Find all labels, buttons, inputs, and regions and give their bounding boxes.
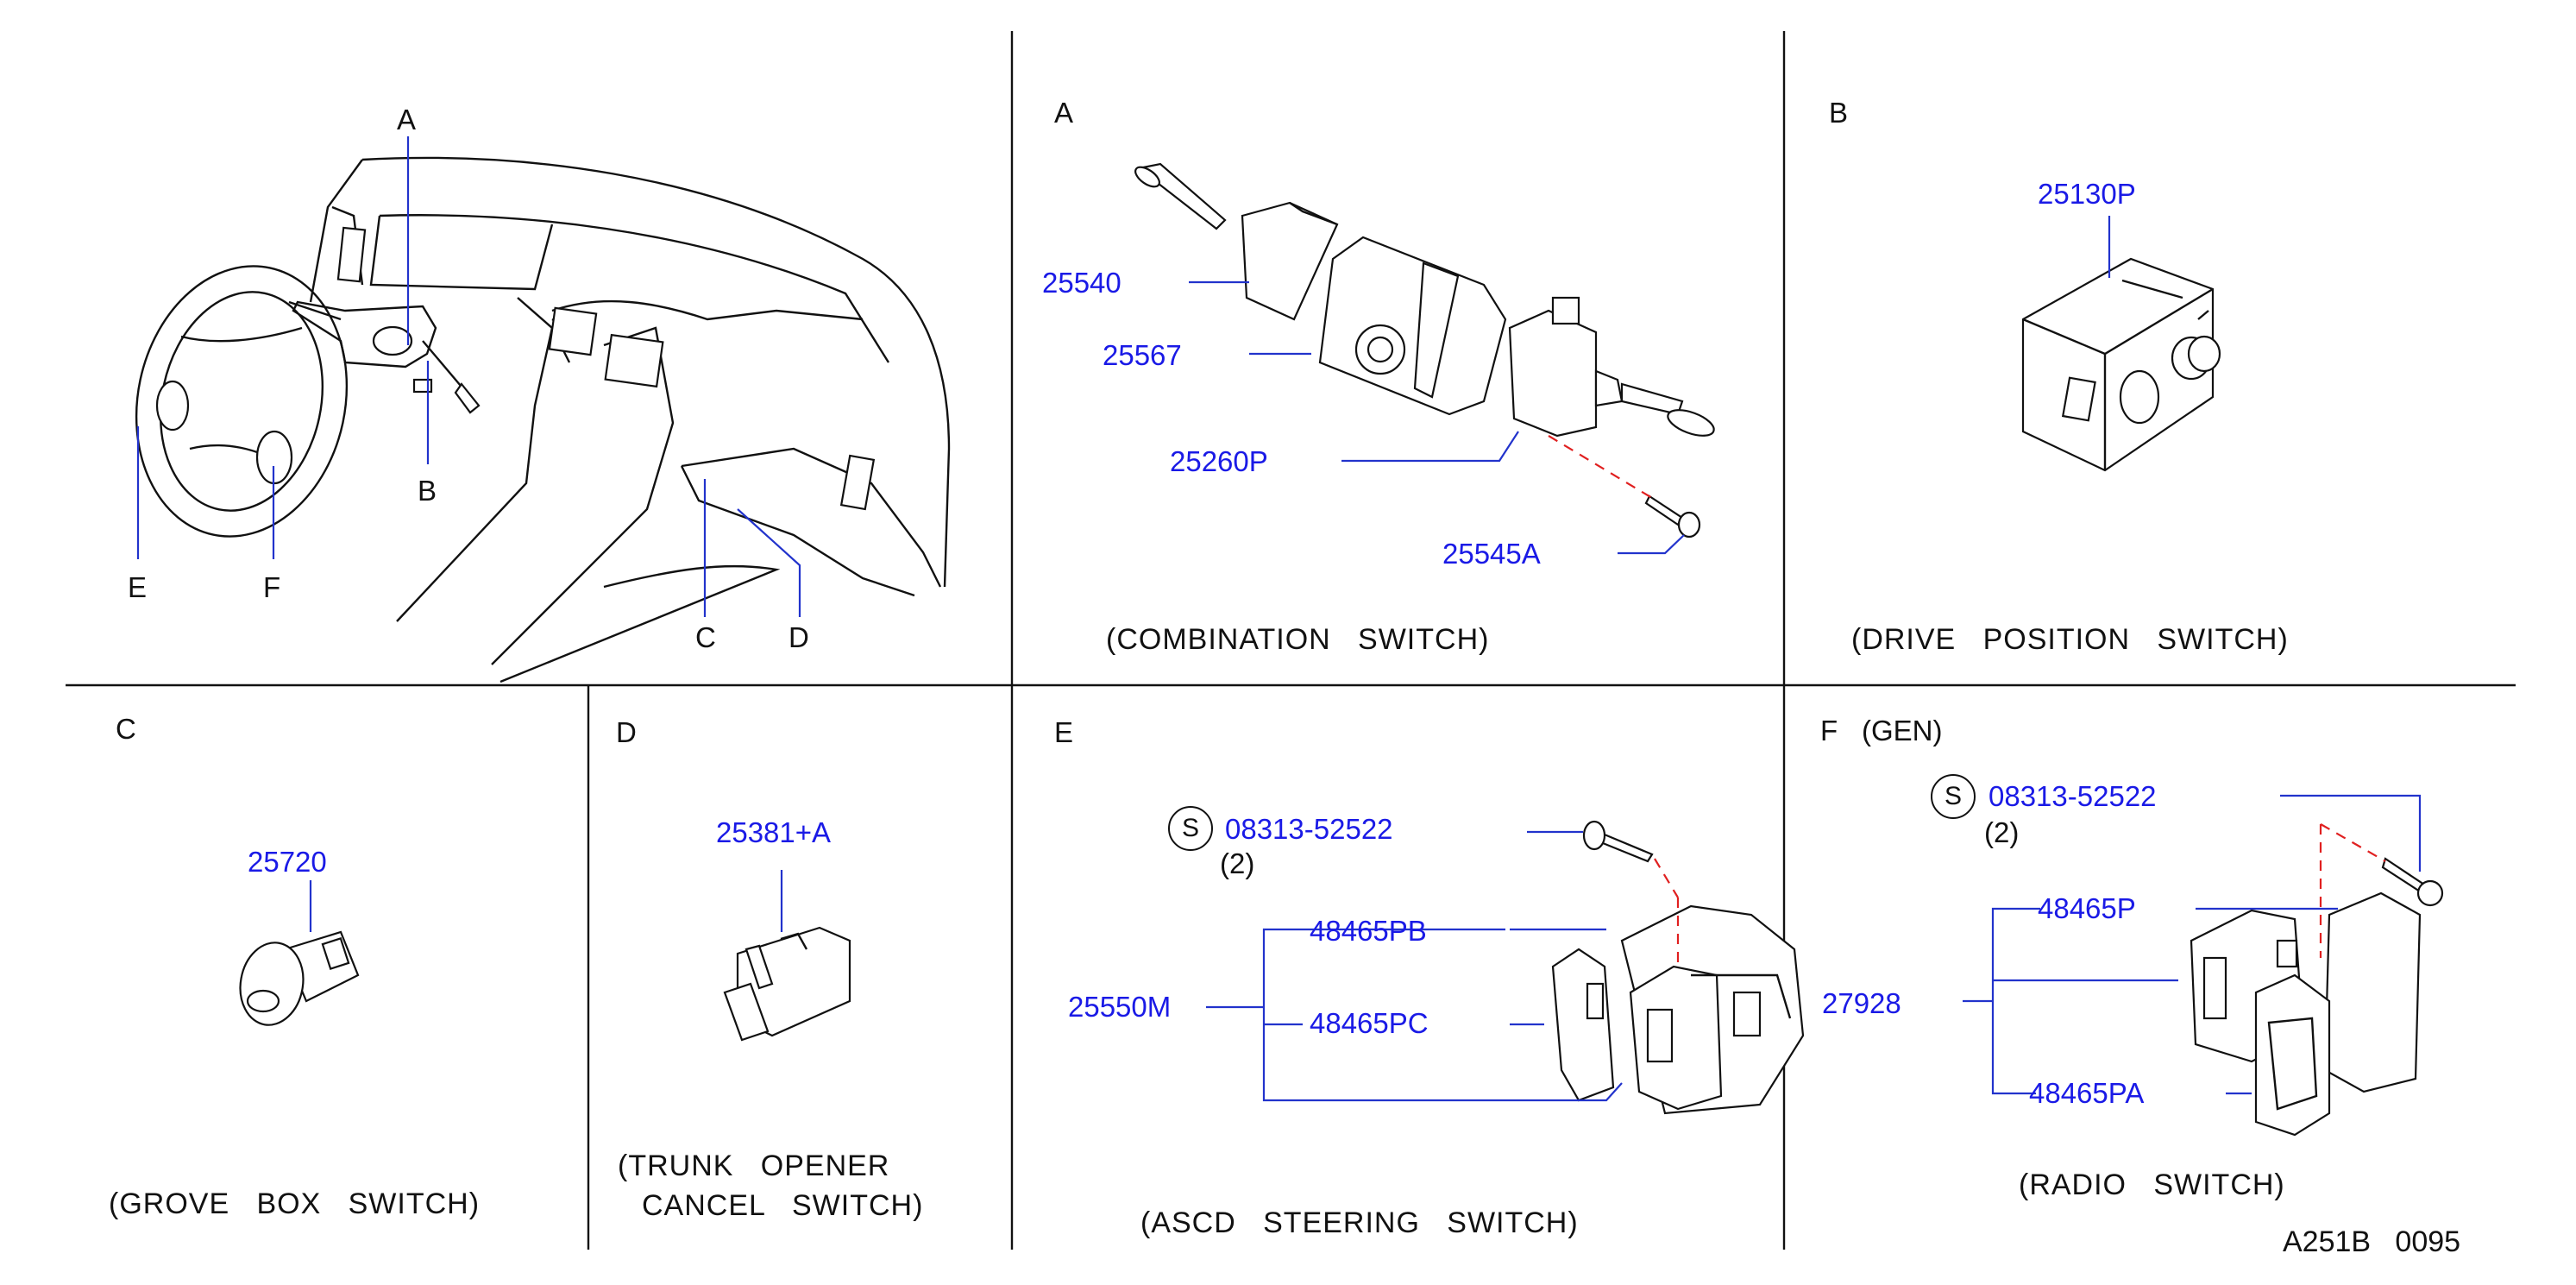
part-number-48465pc: 48465PC [1310,1007,1429,1039]
panel-a-leaders [1189,280,1685,555]
panel-f-screw-qty: (2) [1984,816,2020,848]
combination-switch-drawing [1134,162,1715,539]
diagram-code: A251B 0095 [2283,1225,2461,1258]
panel-d-caption-line1: (TRUNK OPENER [618,1150,890,1182]
callout-c: C [695,621,716,653]
panel-b-caption: (DRIVE POSITION SWITCH) [1851,623,2289,656]
part-number-48465p: 48465P [2038,892,2136,924]
callout-a: A [397,104,417,135]
callout-f: F [263,571,281,603]
dashboard-drawing [288,156,951,683]
panel-f-variant: (GEN) [1862,715,1943,746]
panel-f-leaders [1963,794,2422,1095]
part-number-27928: 27928 [1822,987,1901,1019]
part-number-25130p: 25130P [2038,178,2136,210]
part-number-08313-52522-f: 08313-52522 [1989,780,2157,812]
panel-f-letter: F [1820,715,1838,746]
panel-d-caption-line2: CANCEL SWITCH) [642,1189,924,1222]
panel-e-screw-symbol: S [1168,806,1213,851]
panel-e-caption: (ASCD STEERING SWITCH) [1140,1206,1579,1239]
part-number-25567: 25567 [1103,339,1182,371]
drive-position-switch-drawing [2021,257,2221,472]
part-number-25720: 25720 [248,846,327,878]
panel-b-letter: B [1829,97,1849,129]
steering-wheel-drawing [135,265,349,538]
glove-box-switch-drawing [239,930,360,1026]
part-number-25540: 25540 [1042,267,1122,299]
panel-e-screw-qty: (2) [1220,847,1255,879]
panel-c-letter: C [116,713,136,745]
part-number-25545a: 25545A [1442,538,1541,570]
callout-e: E [128,571,148,603]
part-number-25550m: 25550M [1068,991,1172,1023]
panel-a-caption: (COMBINATION SWITCH) [1106,623,1490,656]
panel-f-screw-symbol: S [1931,774,1976,819]
part-number-08313-52522-e: 08313-52522 [1225,813,1393,845]
panel-c-caption: (GROVE BOX SWITCH) [109,1187,481,1220]
part-number-48465pb: 48465PB [1310,915,1427,947]
overview-leaders [136,136,801,617]
callout-d: D [789,621,809,653]
panel-f-caption: (RADIO SWITCH) [2019,1168,2285,1201]
part-number-25260p: 25260P [1170,445,1268,477]
part-number-25381a: 25381+A [716,816,832,848]
panel-e-letter: E [1054,716,1074,748]
panel-d-letter: D [616,716,637,748]
radio-switch-drawing [2190,823,2444,1137]
panel-a-letter: A [1054,97,1074,129]
part-number-48465pa: 48465PA [2029,1077,2145,1109]
callout-b: B [418,475,437,507]
panel-e-leaders [1206,830,1623,1102]
trunk-opener-switch-drawing [723,926,851,1042]
ascd-steering-switch-drawing [1551,820,1805,1115]
